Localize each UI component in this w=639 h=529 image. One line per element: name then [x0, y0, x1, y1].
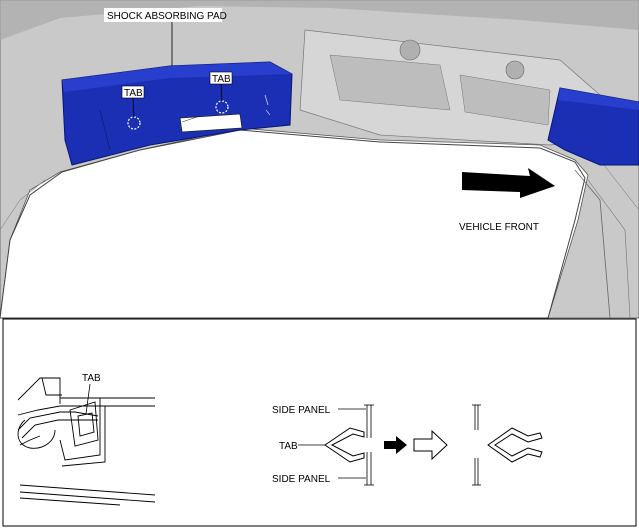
shock-absorbing-pad-label: SHOCK ABSORBING PAD — [107, 11, 227, 22]
tab-detail-label: TAB — [82, 373, 101, 384]
outline-arrow-icon — [413, 429, 448, 461]
side-panel-label-bottom: SIDE PANEL — [272, 474, 331, 485]
detail-panel: TAB SIDE PANEL TAB SIDE PANEL — [2, 318, 637, 527]
tab-label-2: TAB — [212, 74, 231, 85]
tab-marker-2 — [215, 100, 229, 114]
side-panel-label-top: SIDE PANEL — [272, 405, 331, 416]
clip-before — [324, 427, 365, 463]
tab-detail-illustration — [17, 377, 156, 506]
tab-marker-1 — [127, 116, 141, 130]
shock-absorbing-pad-right — [547, 87, 639, 166]
liftgate-opening — [0, 129, 586, 319]
vehicle-front-arrow-icon — [462, 168, 555, 198]
main-illustration: SHOCK ABSORBING PAD TAB TAB VEHICLE FRON… — [0, 0, 639, 319]
clip-release-illustration: SIDE PANEL TAB SIDE PANEL — [272, 404, 543, 486]
vehicle-front-label: VEHICLE FRONT — [459, 222, 539, 233]
clip-after — [487, 427, 543, 463]
process-arrow-icon — [384, 436, 407, 454]
tab-clip-label: TAB — [279, 441, 298, 452]
tab-label-1: TAB — [124, 88, 143, 99]
